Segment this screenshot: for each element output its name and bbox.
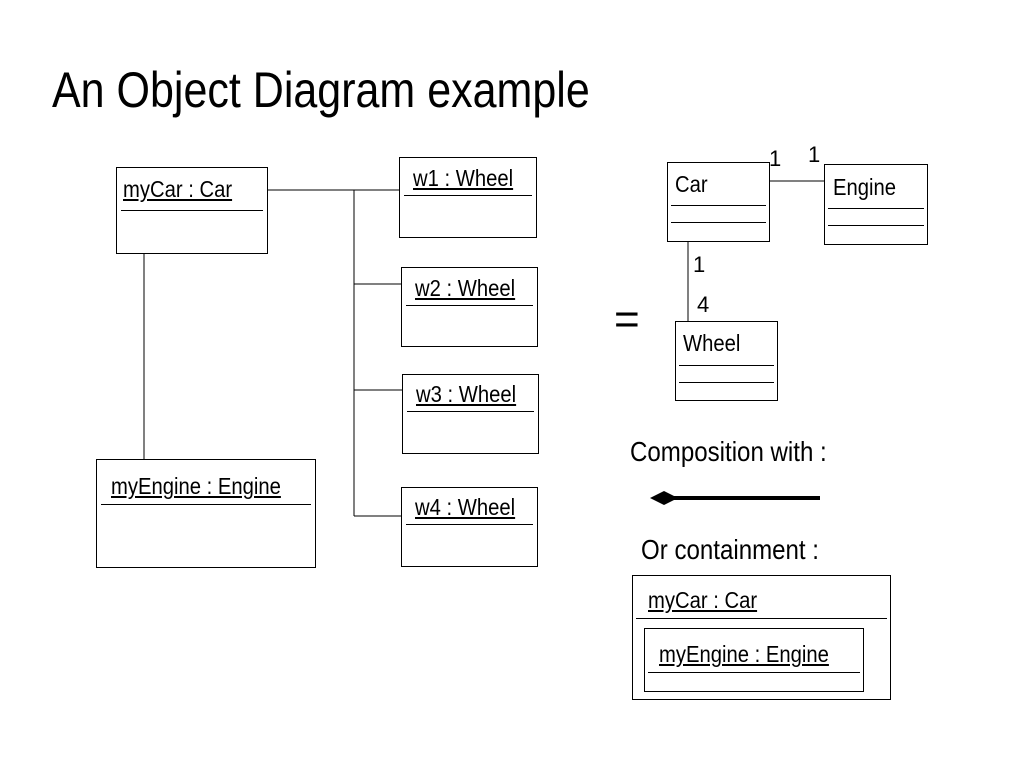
object-wheel-3: w3 : Wheel xyxy=(402,374,539,454)
object-mycar-label: myCar : Car xyxy=(123,176,233,202)
multiplicity-car-engine-engine: 1 xyxy=(808,142,821,167)
multiplicity-car-engine-car: 1 xyxy=(769,146,782,171)
composition-diamond-icon xyxy=(650,491,678,505)
object-wheel-1-label: w1 : Wheel xyxy=(413,165,514,191)
multiplicity-car-wheel-wheel: 4 xyxy=(697,292,710,317)
containment-mycar-divider xyxy=(636,618,887,619)
containment-mycar: myCar : Car myEngine : Engine xyxy=(632,575,891,700)
object-myengine-label: myEngine : Engine xyxy=(111,473,281,499)
class-car-divider-1 xyxy=(671,205,766,206)
multiplicity-car-wheel-car: 1 xyxy=(693,252,706,277)
class-car: Car xyxy=(667,162,770,242)
object-wheel-3-divider xyxy=(407,411,534,412)
object-wheel-2-label: w2 : Wheel xyxy=(415,275,516,301)
object-wheel-4: w4 : Wheel xyxy=(401,487,538,567)
class-wheel: Wheel xyxy=(675,321,778,401)
object-wheel-4-divider xyxy=(406,524,533,525)
object-wheel-4-label: w4 : Wheel xyxy=(415,494,516,520)
object-wheel-2: w2 : Wheel xyxy=(401,267,538,347)
slide-title: An Object Diagram example xyxy=(52,62,590,118)
class-engine: Engine xyxy=(824,164,928,245)
containment-myengine-label: myEngine : Engine xyxy=(659,641,829,667)
object-mycar-divider xyxy=(121,210,263,211)
class-engine-divider-1 xyxy=(828,208,924,209)
object-wheel-1-divider xyxy=(404,195,532,196)
class-car-label: Car xyxy=(675,171,708,197)
class-wheel-label: Wheel xyxy=(683,330,741,356)
object-myengine-divider xyxy=(101,504,311,505)
containment-myengine: myEngine : Engine xyxy=(644,628,864,692)
object-myengine: myEngine : Engine xyxy=(96,459,316,568)
equals-sign: = xyxy=(614,295,640,344)
class-engine-divider-2 xyxy=(828,225,924,226)
object-wheel-1: w1 : Wheel xyxy=(399,157,537,238)
class-wheel-divider-1 xyxy=(679,365,774,366)
composition-caption: Composition with : xyxy=(630,436,827,467)
object-wheel-3-label: w3 : Wheel xyxy=(416,381,517,407)
containment-mycar-label: myCar : Car xyxy=(648,587,758,613)
object-mycar: myCar : Car xyxy=(116,167,268,254)
class-car-divider-2 xyxy=(671,222,766,223)
class-engine-label: Engine xyxy=(833,174,897,200)
containment-myengine-divider xyxy=(648,672,860,673)
class-wheel-divider-2 xyxy=(679,382,774,383)
object-wheel-2-divider xyxy=(406,305,533,306)
containment-caption: Or containment : xyxy=(641,534,820,565)
